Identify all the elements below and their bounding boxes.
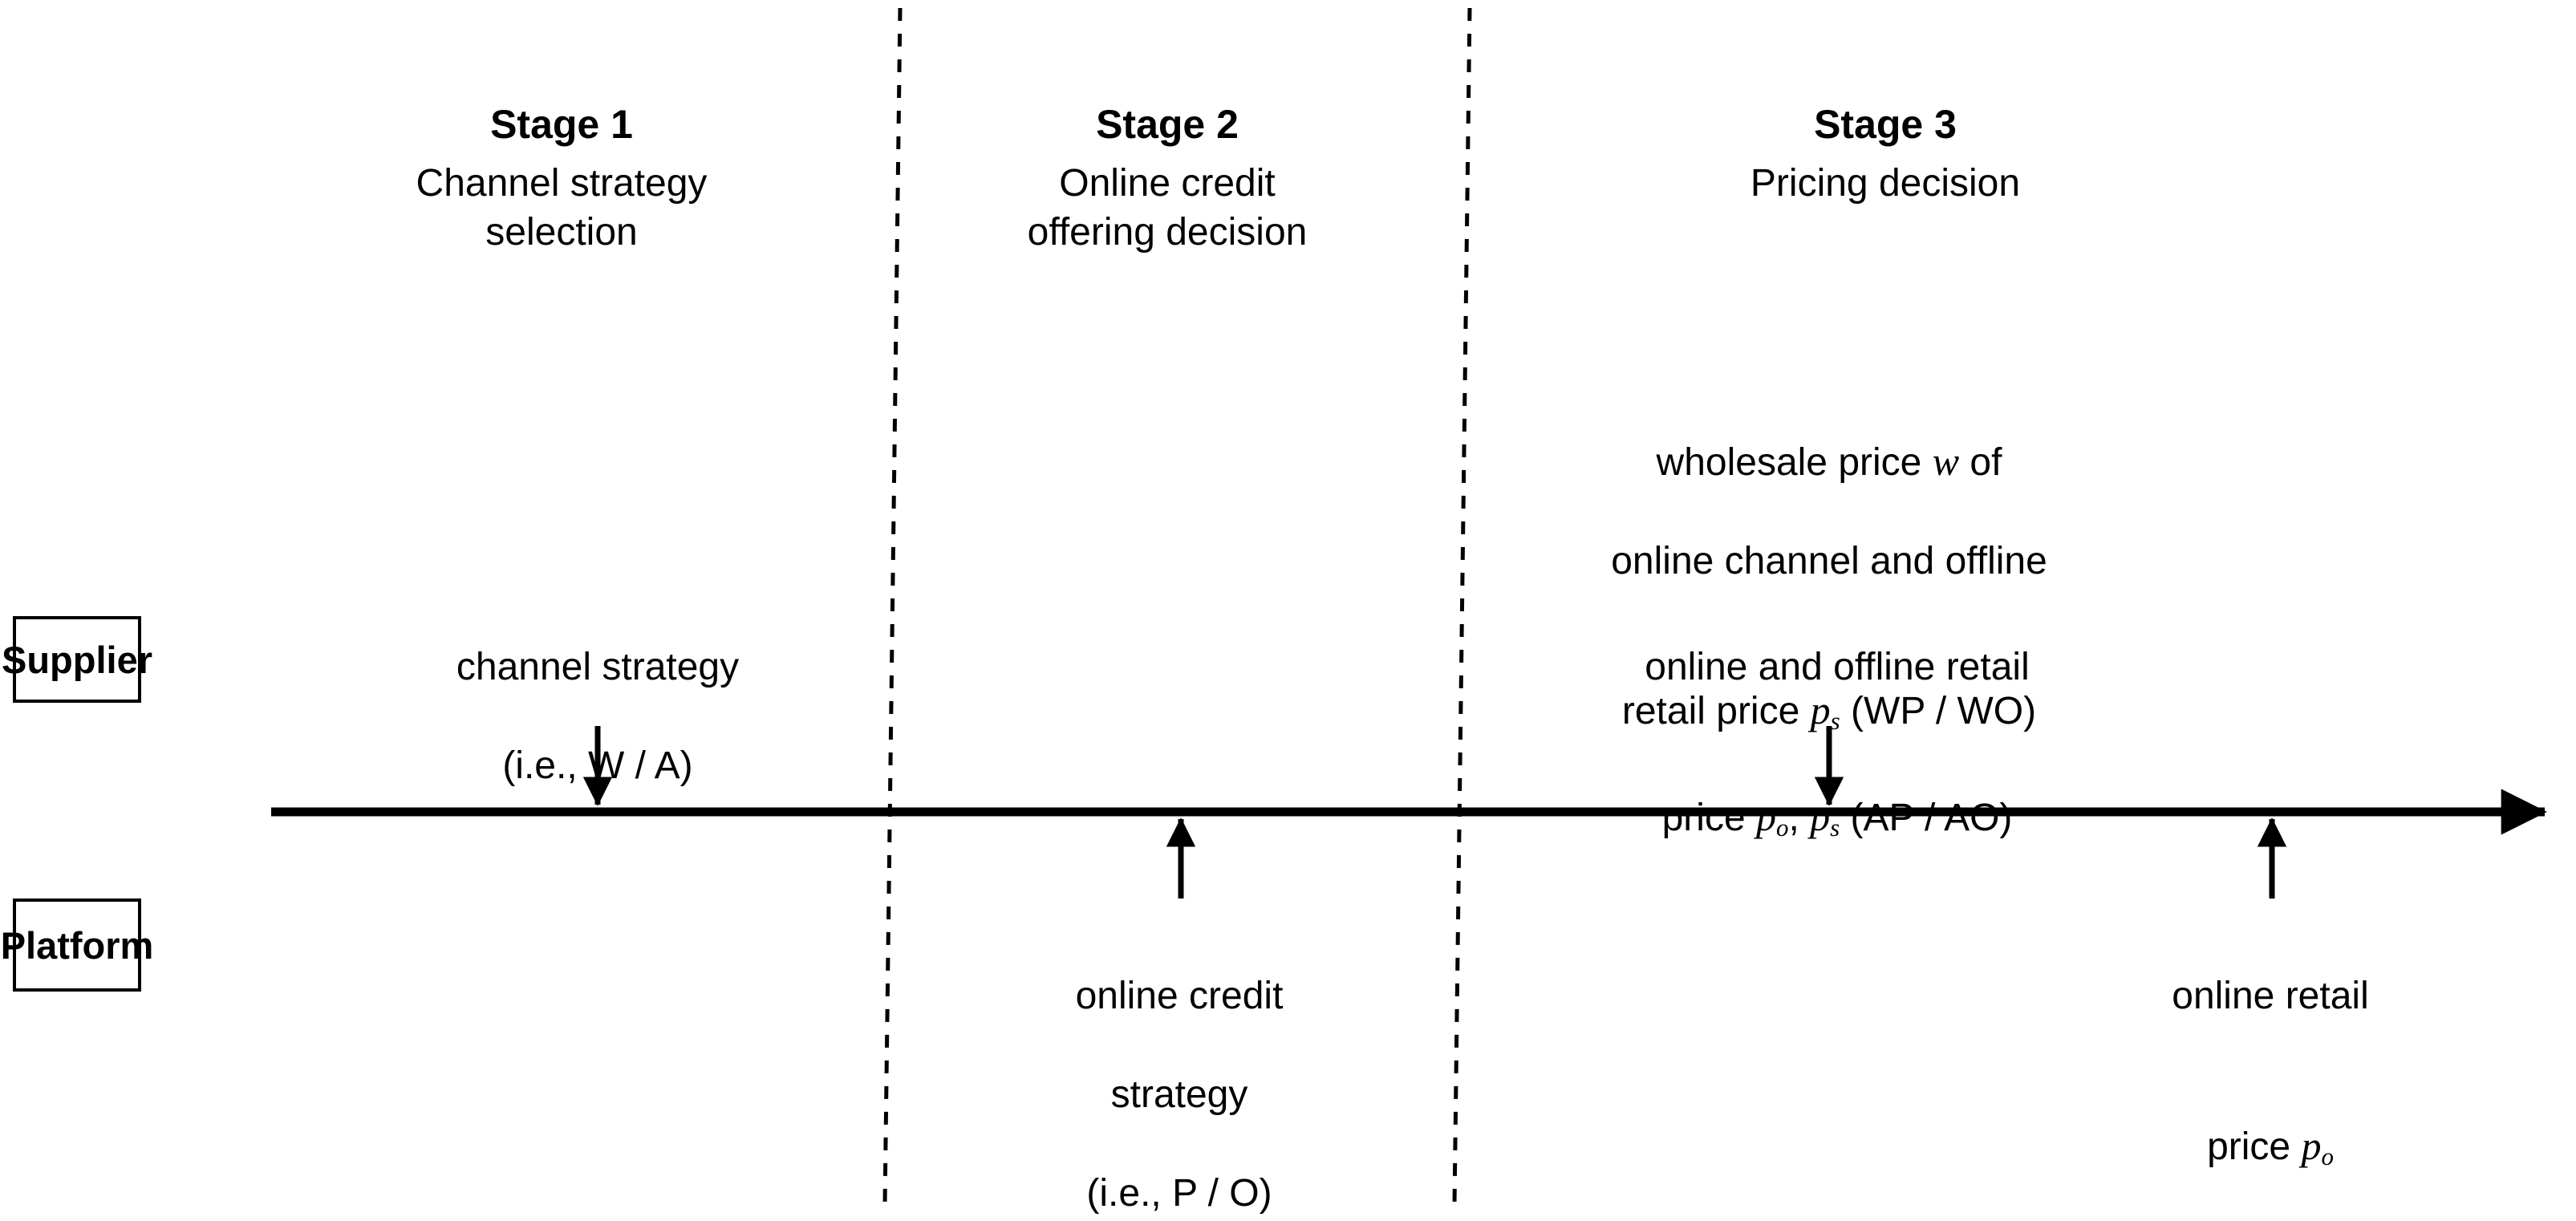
note-supplier-retail-price-line-2: price po, ps (AP / AO) — [1556, 741, 2118, 843]
note-channel-strategy-line-1: channel strategy — [456, 646, 740, 689]
variable-p-s-2: ps — [1810, 793, 1840, 842]
role-label-supplier-text: Supplier — [1, 638, 153, 681]
variable-p-s-subscript: s — [1830, 706, 1840, 735]
variable-p-o-2-base: p — [2301, 1122, 2322, 1168]
variable-p-s-base: p — [1810, 688, 1831, 733]
note-online-credit-strategy-line-3: (i.e., P / O) — [1086, 1172, 1272, 1215]
stage-header-2: Stage 2 Online credit offering decision — [943, 104, 1392, 258]
note-supplier-retail-price-separator: , — [1788, 796, 1811, 839]
note-online-retail-price-line-2-pre: price — [2207, 1125, 2302, 1168]
note-wholesale-price: wholesale price w of online channel and … — [1524, 337, 2134, 786]
variable-p-o-subscript: o — [1775, 813, 1789, 842]
note-wholesale-price-line-1-pre: wholesale price — [1656, 440, 1933, 484]
role-label-supplier: Supplier — [2, 616, 152, 703]
note-supplier-retail-price-line-1: online and offline retail — [1645, 646, 2030, 689]
stage-header-1: Stage 1 Channel strategy selection — [337, 104, 786, 258]
note-channel-strategy: channel strategy (i.e., W / A) — [369, 594, 826, 840]
note-wholesale-price-line-1-post: of — [1959, 440, 2002, 484]
note-channel-strategy-line-2: (i.e., W / A) — [502, 744, 693, 788]
variable-p-o-2: po — [2301, 1122, 2334, 1170]
note-wholesale-price-line-3-pre: retail price — [1621, 690, 1811, 733]
variable-p-s: ps — [1810, 688, 1840, 735]
note-online-retail-price-line-2: price po — [2030, 1070, 2511, 1172]
role-label-platform: Platform — [1, 899, 153, 992]
note-online-retail-price-line-1: online retail — [2172, 975, 2369, 1018]
stage-1-title: Stage 1 — [490, 102, 633, 147]
variable-p-s-2-base: p — [1810, 793, 1831, 839]
variable-w: w — [1932, 438, 1960, 484]
note-supplier-retail-price: online and offline retail price po, ps (… — [1556, 594, 2118, 893]
note-online-credit-strategy: online credit strategy (i.e., P / O) — [947, 923, 1412, 1221]
stage-2-title: Stage 2 — [1096, 102, 1239, 147]
note-wholesale-price-line-1: wholesale price w of — [1524, 386, 2134, 487]
stage-1-subtitle: Channel strategy selection — [416, 162, 708, 254]
stage-3-subtitle: Pricing decision — [1750, 162, 2021, 205]
variable-p-s-2-subscript: s — [1830, 813, 1840, 842]
variable-p-o-base: p — [1755, 793, 1776, 839]
variable-p-o: po — [1755, 793, 1789, 842]
note-online-retail-price: online retail price po (WP / WO) — [2030, 923, 2511, 1221]
role-label-platform-text: Platform — [0, 923, 154, 967]
note-wholesale-price-line-3: retail price ps (WP / WO) — [1524, 635, 2134, 737]
note-wholesale-price-line-2: online channel and offline — [1611, 539, 2047, 582]
stage-2-subtitle: Online credit offering decision — [1027, 162, 1308, 254]
note-online-credit-strategy-line-2: strategy — [1110, 1073, 1248, 1117]
note-online-credit-strategy-line-1: online credit — [1075, 975, 1284, 1018]
note-supplier-retail-price-line-2-post: (AP / AO) — [1840, 796, 2013, 839]
note-supplier-retail-price-line-2-pre: price — [1661, 796, 1756, 839]
variable-p-o-2-subscript: o — [2321, 1142, 2334, 1170]
note-wholesale-price-line-3-post: (WP / WO) — [1840, 690, 2037, 733]
stage-divider-1 — [882, 7, 903, 1206]
stage-3-title: Stage 3 — [1814, 102, 1957, 147]
stage-divider-2 — [1452, 7, 1472, 1206]
stage-header-3: Stage 3 Pricing decision — [1580, 104, 2190, 208]
